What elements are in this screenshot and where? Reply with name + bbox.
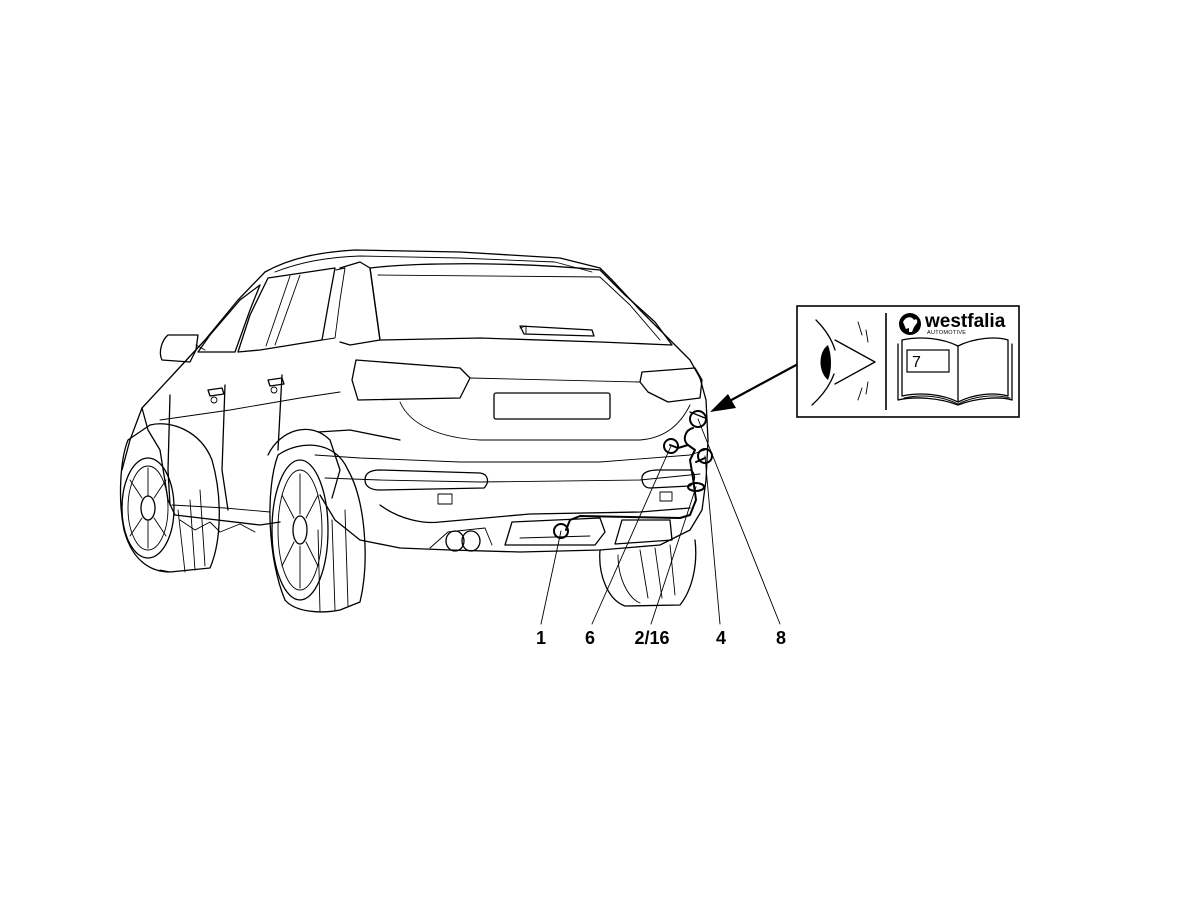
info-box: westfalia AUTOMOTIVE 7 <box>796 305 1020 418</box>
connector-4 <box>697 448 713 464</box>
manual-page-number: 7 <box>912 354 921 371</box>
front-left-wheel <box>119 423 220 573</box>
pointer-arrow <box>710 363 799 412</box>
grommet-2-16 <box>687 482 705 492</box>
rear-right-wheel <box>599 539 697 607</box>
callout-4: 4 <box>716 628 726 648</box>
connector-6 <box>663 438 679 454</box>
brand-subtitle: AUTOMOTIVE <box>927 330 966 336</box>
callout-labels: 1 6 2/16 4 8 <box>536 628 786 648</box>
rear-left-wheel <box>269 444 366 613</box>
wiring-harness <box>553 410 713 539</box>
callout-8: 8 <box>776 628 786 648</box>
westfalia-logo-icon: westfalia AUTOMOTIVE <box>899 311 1006 336</box>
brand-name: westfalia <box>924 311 1006 332</box>
callout-6: 6 <box>585 628 595 648</box>
connector-1 <box>553 523 569 539</box>
vehicle-rear-view <box>119 249 709 613</box>
eye-icon <box>811 319 876 406</box>
connector-8 <box>689 410 707 428</box>
manual-book-icon: 7 <box>897 337 1013 406</box>
leader-lines <box>540 418 781 625</box>
callout-2-16: 2/16 <box>634 628 669 648</box>
callout-1: 1 <box>536 628 546 648</box>
